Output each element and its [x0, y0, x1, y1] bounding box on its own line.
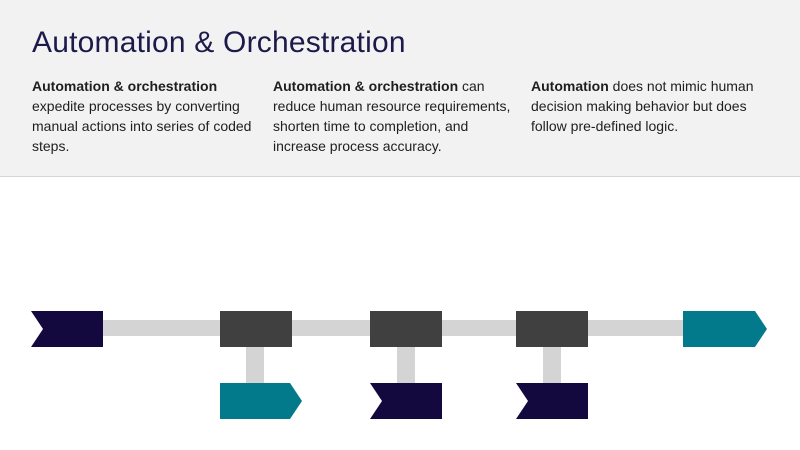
- connector-step-2-step-3: [442, 320, 516, 336]
- connector-step-2-branch-2: [397, 347, 415, 383]
- node-step-1: [220, 311, 292, 347]
- description-3-bold: Automation: [531, 78, 609, 94]
- connector-step-1-branch-1: [246, 347, 264, 383]
- node-branch-3: [516, 383, 588, 419]
- node-step-3: [516, 311, 588, 347]
- page-title: Automation & Orchestration: [32, 26, 406, 59]
- node-start: [31, 311, 103, 347]
- node-step-2: [370, 311, 442, 347]
- connector-start-step-1: [103, 320, 220, 336]
- node-end: [683, 311, 767, 347]
- description-2: Automation & orchestration can reduce hu…: [273, 76, 523, 156]
- header-panel: Automation & Orchestration Automation & …: [0, 0, 800, 177]
- description-1-bold: Automation & orchestration: [32, 78, 218, 94]
- description-2-text: can reduce human resource requirements, …: [273, 78, 511, 154]
- node-branch-1: [220, 383, 302, 419]
- description-3-text: does not mimic human decision making beh…: [531, 78, 754, 134]
- connector-step-3-branch-3: [543, 347, 561, 383]
- description-1: Automation & orchestration expedite proc…: [32, 76, 260, 156]
- description-2-bold: Automation & orchestration: [273, 78, 459, 94]
- description-3: Automation does not mimic human decision…: [531, 76, 776, 136]
- description-1-text: expedite processes by converting manual …: [32, 98, 252, 154]
- connector-step-1-step-2: [292, 320, 370, 336]
- connector-step-3-end: [588, 320, 683, 336]
- node-branch-2: [370, 383, 442, 419]
